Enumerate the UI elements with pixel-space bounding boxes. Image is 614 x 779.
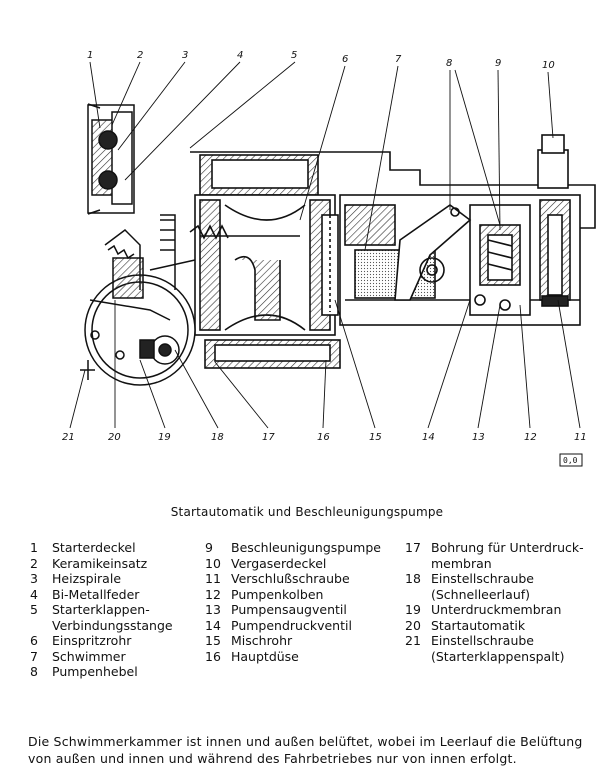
figure-caption: Startautomatik und Beschleunigungspumpe [170, 505, 444, 519]
legend-label: Heizspirale [52, 571, 122, 586]
callout-5: 5 [291, 50, 297, 61]
legend-number: 14 [205, 617, 221, 633]
legend-number: 1 [30, 540, 38, 555]
legend-column-1: 1 Starterdeckel 2 Keramikeinsatz 3 Heizspir… [30, 540, 210, 680]
callout-2: 2 [137, 50, 143, 61]
legend-item: 19 Unterdruckmembran [405, 602, 600, 618]
figure-badge: 0,0 [559, 453, 583, 467]
legend-item: 13 Pumpensaugventil [205, 602, 395, 618]
callout-leaders [69, 61, 581, 429]
carburetor-body [189, 134, 596, 369]
legend-item: 8 Pumpenhebel [30, 664, 210, 680]
legend-number: 18 [405, 571, 421, 586]
legend-item: 7 Schwimmer [30, 649, 210, 665]
legend-number: 19 [405, 602, 421, 617]
callout-14: 14 [422, 432, 435, 443]
legend-item: 5 Starterklappen- Verbindungsstange [30, 602, 210, 633]
callout-4: 4 [237, 50, 243, 61]
legend-label: Beschleunigungspumpe [231, 540, 381, 555]
legend-item: 17 Bohrung für Unterdruck- membran [405, 540, 600, 571]
callout-21: 21 [62, 432, 75, 443]
callout-11: 11 [574, 432, 587, 443]
callout-15: 15 [369, 432, 382, 443]
legend-label: Hauptdüse [231, 648, 299, 664]
legend-item: 4 Bi-Metallfeder [30, 587, 210, 603]
legend-number: 10 [205, 555, 221, 571]
legend-item: 15 Mischrohr [205, 633, 395, 649]
legend-label: Bi-Metallfeder [52, 586, 140, 602]
legend-number: 21 [405, 633, 421, 648]
callout-1: 1 [87, 50, 93, 61]
legend-label: Pumpendruckventil [231, 617, 352, 633]
figure-badge-text: 0,0 [563, 456, 578, 465]
legend-label: Starterdeckel [52, 540, 136, 555]
callout-16: 16 [317, 432, 330, 443]
legend-item: 10 Vergaserdeckel [205, 556, 395, 572]
callout-17: 17 [262, 432, 275, 443]
legend-number: 3 [30, 571, 38, 586]
legend-number: 17 [405, 540, 421, 555]
legend-label: Pumpensaugventil [231, 602, 347, 617]
legend-item: 14 Pumpendruckventil [205, 618, 395, 634]
legend-label: Pumpenkolben [231, 586, 324, 602]
callout-13: 13 [472, 432, 485, 443]
starter-cover [87, 103, 135, 215]
callout-3: 3 [182, 50, 188, 61]
legend-label: Keramikeinsatz [52, 555, 148, 571]
legend-item: 2 Keramikeinsatz [30, 556, 210, 572]
callout-10: 10 [542, 60, 555, 71]
callout-6: 6 [342, 54, 348, 65]
ventilation-note: Die Schwimmerkammer ist innen und außen … [28, 734, 583, 766]
legend-item: 6 Einspritzrohr [30, 633, 210, 649]
callout-19: 19 [158, 432, 171, 443]
legend-label: Pumpenhebel [52, 664, 138, 679]
legend-label: Einstellschraube (Schnelleerlauf) [431, 571, 534, 602]
callout-20: 20 [108, 432, 121, 443]
callout-7: 7 [395, 54, 402, 65]
legend-label: Verschlußschraube [231, 571, 350, 586]
legend-label: Mischrohr [231, 633, 293, 648]
legend-number: 8 [30, 664, 38, 679]
legend-number: 16 [205, 648, 221, 664]
legend-item: 12 Pumpenkolben [205, 587, 395, 603]
legend-number: 15 [205, 633, 221, 648]
callout-8: 8 [446, 58, 452, 69]
legend-number: 11 [205, 571, 221, 586]
callout-numbers-top: 1 2 3 4 5 6 7 8 9 10 [87, 50, 555, 71]
callout-18: 18 [211, 432, 224, 443]
legend-label: Vergaserdeckel [231, 555, 327, 571]
legend-item: 20 Startautomatik [405, 618, 600, 634]
legend-item: 9 Beschleunigungspumpe [205, 540, 395, 556]
legend-column-2: 9 Beschleunigungspumpe 10 Vergaserdeckel 1… [205, 540, 395, 664]
legend-item: 11 Verschlußschraube [205, 571, 395, 587]
legend-item: 21 Einstellschraube (Starterklappenspalt) [405, 633, 600, 664]
callout-numbers-bottom: 21 20 19 18 17 16 15 14 13 12 11 [62, 432, 587, 443]
legend-number: 7 [30, 648, 38, 664]
callout-12: 12 [524, 432, 537, 443]
legend-item: 18 Einstellschraube (Schnelleerlauf) [405, 571, 600, 602]
legend-label: Schwimmer [52, 648, 126, 664]
legend-label: Einspritzrohr [52, 633, 132, 648]
legend-number: 5 [30, 602, 38, 617]
automatic-choke [80, 214, 196, 386]
legend-label: Unterdruckmembran [431, 602, 562, 617]
legend-label: Starterklappen- Verbindungsstange [52, 602, 173, 633]
carburetor-diagram: 1 2 3 4 5 6 7 8 9 10 21 20 19 18 17 16 1… [62, 50, 596, 467]
legend-item: 3 Heizspirale [30, 571, 210, 587]
callout-9: 9 [495, 58, 501, 69]
legend-number: 2 [30, 555, 38, 571]
legend-label: Startautomatik [431, 617, 526, 633]
legend-number: 13 [205, 602, 221, 617]
legend-number: 20 [405, 617, 421, 633]
legend-number: 4 [30, 586, 38, 602]
legend-number: 9 [205, 540, 213, 555]
legend-label: Einstellschraube (Starterklappenspalt) [431, 633, 565, 664]
legend-number: 12 [205, 586, 221, 602]
legend-label: Bohrung für Unterdruck- membran [431, 540, 584, 571]
legend-item: 1 Starterdeckel [30, 540, 210, 556]
legend-number: 6 [30, 633, 38, 648]
legend-item: 16 Hauptdüse [205, 649, 395, 665]
